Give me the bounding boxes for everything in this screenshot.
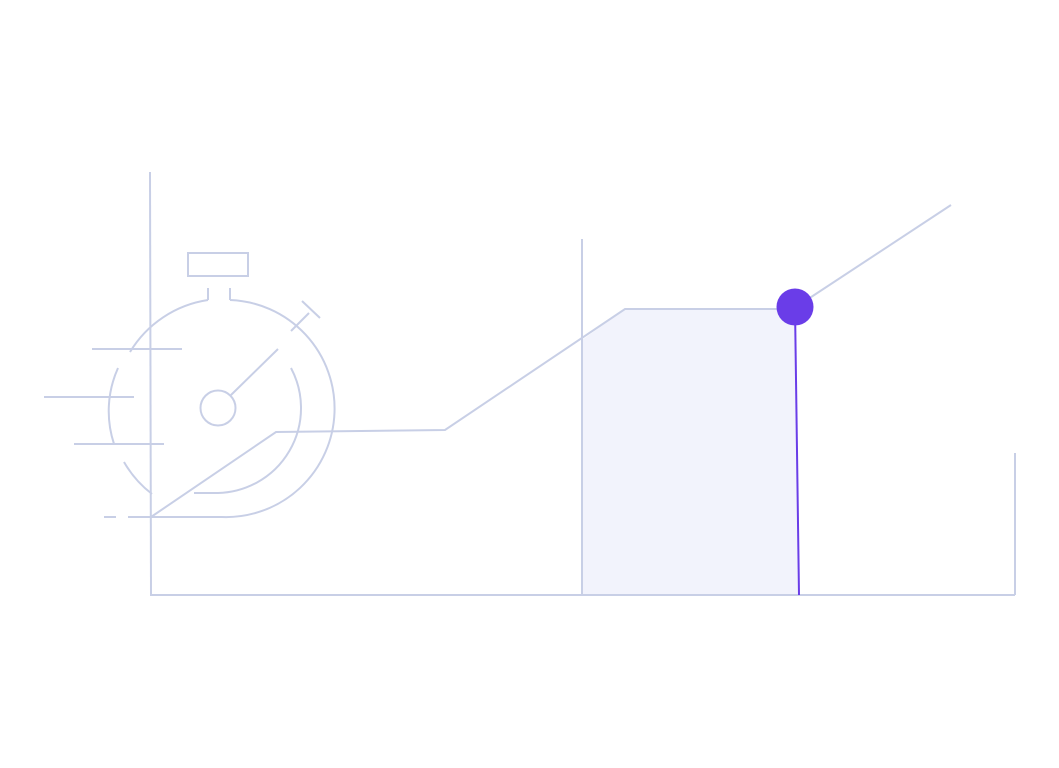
stopwatch-outer-ring — [129, 299, 209, 353]
stopwatch-side-button — [290, 312, 310, 332]
y-axis-line — [149, 171, 152, 596]
marker-dot-icon — [776, 288, 814, 326]
stopwatch-center — [199, 389, 237, 427]
graph-line-extension — [795, 204, 952, 308]
stopwatch-hand — [230, 348, 279, 396]
stopwatch-inner-ring — [217, 367, 302, 494]
stopwatch-crown — [187, 252, 249, 277]
stopwatch-icon — [107, 252, 336, 519]
highlight-region — [582, 309, 799, 595]
marker-drop-line — [794, 306, 800, 596]
graph-line — [150, 308, 796, 518]
speed-lines-icon — [44, 348, 182, 518]
